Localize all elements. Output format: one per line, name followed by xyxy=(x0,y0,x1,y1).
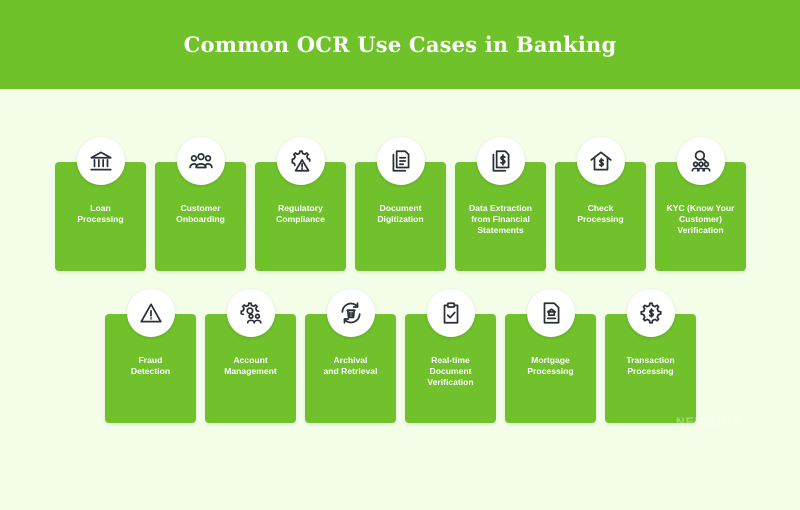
card-label: Customer Onboarding xyxy=(176,203,225,224)
house-dollar-icon xyxy=(577,137,625,185)
card-label: Check Processing xyxy=(577,203,624,224)
card-label: Transaction Processing xyxy=(626,355,675,376)
gear-dollar-icon xyxy=(627,289,675,337)
card-label: Data Extraction from Financial Statement… xyxy=(468,203,533,235)
card-label: Mortgage Processing xyxy=(527,355,574,376)
page-title: Common OCR Use Cases in Banking xyxy=(183,32,617,57)
document-dollar-icon xyxy=(477,137,525,185)
gear-people-icon xyxy=(227,289,275,337)
warning-triangle-icon xyxy=(127,289,175,337)
card-label: Account Management xyxy=(224,355,277,376)
watermark-logo: NETSUITE xyxy=(676,415,744,429)
documents-icon xyxy=(377,137,425,185)
card-label: Document Digitization xyxy=(377,203,424,224)
search-people-icon xyxy=(677,137,725,185)
card-label: Fraud Detection xyxy=(130,355,171,376)
clipboard-check-icon xyxy=(427,289,475,337)
card-label: Loan Processing xyxy=(77,203,124,224)
recycle-bin-icon xyxy=(327,289,375,337)
card-label: Regulatory Compliance xyxy=(276,203,325,224)
card-kyc-verification: KYC (Know Your Customer) Verification xyxy=(655,162,746,271)
card-label: Archival and Retrieval xyxy=(323,355,378,376)
card-label: Real-time Document Verification xyxy=(427,355,474,387)
card-label: KYC (Know Your Customer) Verification xyxy=(666,203,735,235)
people-group-icon xyxy=(177,137,225,185)
document-house-icon xyxy=(527,289,575,337)
bank-icon xyxy=(77,137,125,185)
gear-warning-icon xyxy=(277,137,325,185)
header-banner: Common OCR Use Cases in Banking xyxy=(0,0,800,89)
